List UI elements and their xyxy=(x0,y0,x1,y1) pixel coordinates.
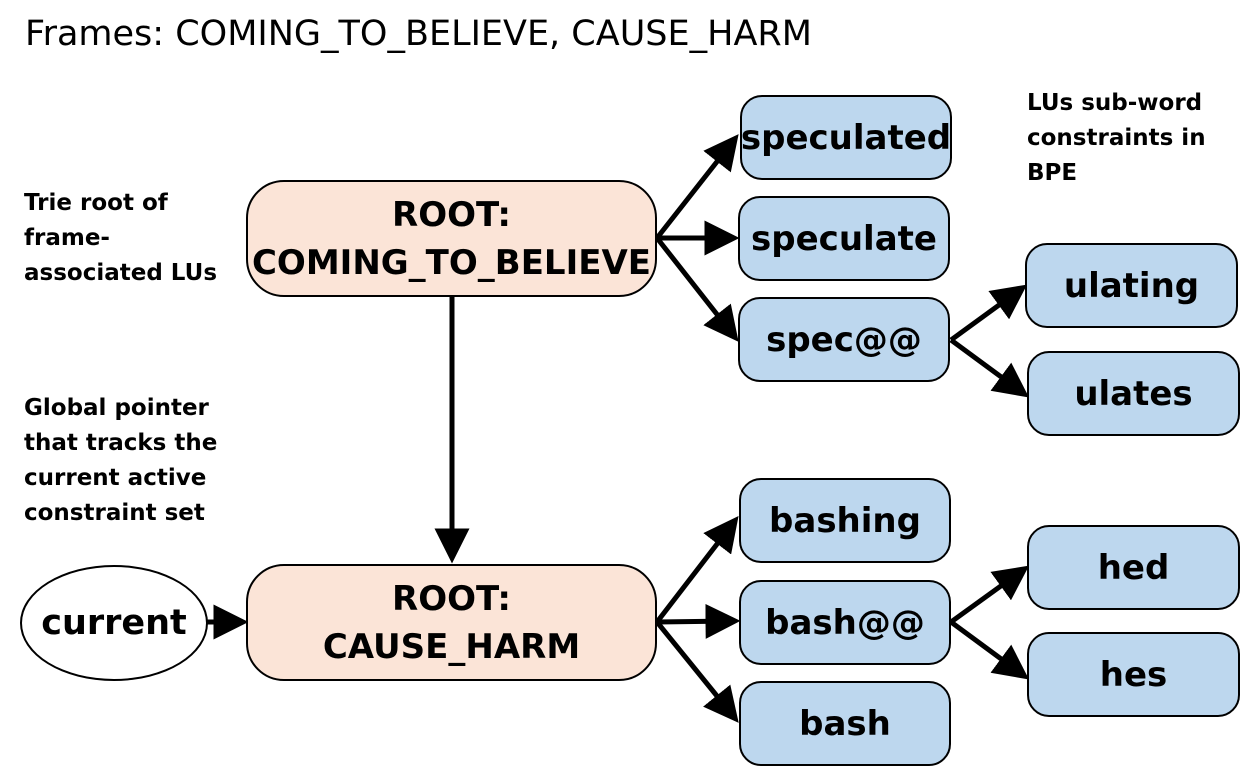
note-line: associated LUs xyxy=(24,260,218,286)
note-line: that tracks the xyxy=(24,430,218,456)
root-label-line1: ROOT: xyxy=(392,194,511,235)
token-spec-prefix: spec@@ xyxy=(738,297,950,382)
note-line: frame- xyxy=(24,225,110,251)
token-bashing: bashing xyxy=(739,478,951,563)
arrow-to-ulates xyxy=(949,337,1030,398)
current-pointer: current xyxy=(20,565,208,681)
token-ulates: ulates xyxy=(1027,351,1240,436)
note-line: constraints in xyxy=(1027,125,1206,151)
note-line: LUs sub-word xyxy=(1027,90,1203,116)
token-speculated: speculated xyxy=(740,95,952,180)
note-line: current active xyxy=(24,465,207,491)
root-cause-harm: ROOT: CAUSE_HARM xyxy=(246,564,657,681)
arrow-to-ulating xyxy=(949,284,1028,343)
token-bash: bash xyxy=(739,681,951,766)
token-bash-prefix: bash@@ xyxy=(739,580,951,665)
root-label-line1: ROOT: xyxy=(392,578,511,619)
note-line: constraint set xyxy=(24,500,205,526)
diagram-title: Frames: COMING_TO_BELIEVE, CAUSE_HARM xyxy=(25,14,812,54)
note-line: Global pointer xyxy=(24,395,209,421)
arrow-to-hed xyxy=(949,565,1030,625)
note-trie-root: Trie root of frame- associated LUs xyxy=(24,186,217,291)
note-global-pointer: Global pointer that tracks the current a… xyxy=(24,391,217,531)
root-coming-to-believe: ROOT: COMING_TO_BELIEVE xyxy=(246,180,657,297)
token-hes: hes xyxy=(1027,632,1240,717)
arrow-to-bash-prefix xyxy=(656,603,741,639)
root-label-line2: CAUSE_HARM xyxy=(322,626,581,667)
arrow-to-bashing xyxy=(655,516,739,624)
note-lu-subword: LUs sub-word constraints in BPE xyxy=(1027,86,1206,191)
note-line: Trie root of xyxy=(24,190,168,216)
token-ulating: ulating xyxy=(1025,243,1238,328)
token-hed: hed xyxy=(1027,525,1240,610)
arrow-to-speculated xyxy=(655,134,739,240)
token-speculate: speculate xyxy=(738,196,950,281)
arrow-to-hes xyxy=(949,619,1030,680)
arrow-to-spec xyxy=(655,236,739,342)
arrow-to-bash xyxy=(655,620,739,723)
note-line: BPE xyxy=(1027,160,1078,186)
root-label-line2: COMING_TO_BELIEVE xyxy=(251,242,652,283)
